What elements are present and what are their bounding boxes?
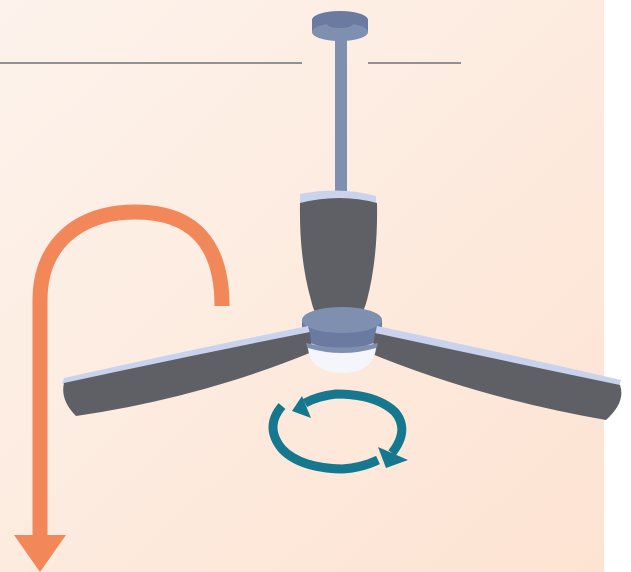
background-panel: [0, 0, 604, 572]
down-rod: [335, 36, 347, 196]
motor-housing: [302, 307, 382, 348]
